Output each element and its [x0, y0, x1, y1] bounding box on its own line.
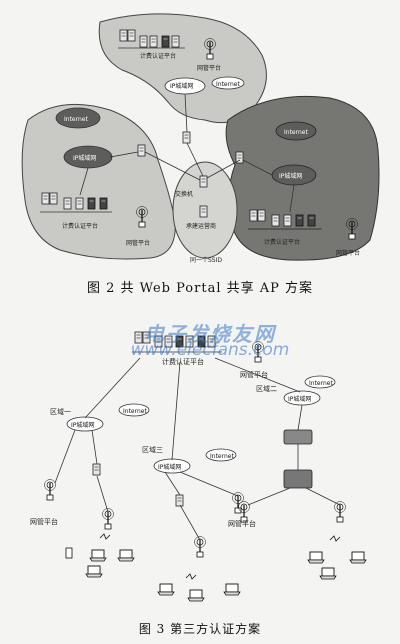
switch-label: 交换机 — [175, 190, 193, 198]
zone1-laptop-2-icon — [117, 549, 135, 562]
zone1-ap-server-icon — [92, 463, 101, 476]
left-ip-label: IP城域网 — [73, 154, 96, 162]
left-billing-label: 计费认证平台 — [62, 222, 98, 230]
left-billing-servers — [40, 192, 112, 213]
zone3-ap-server-icon — [175, 494, 184, 507]
figure3-caption: 图 3 第三方认证方案 — [138, 622, 262, 636]
fig3-links — [54, 357, 341, 541]
fig3-billing-servers — [132, 331, 222, 353]
switch-icon — [199, 175, 208, 188]
figure2-caption: 图 2 共 Web Portal 共享 AP 方案 — [86, 281, 314, 296]
zone2-laptop-1-icon — [307, 551, 325, 564]
top-billing-servers — [118, 29, 185, 49]
zone3-laptop-1-icon — [157, 583, 175, 596]
top-internet-cloud-icon — [211, 76, 245, 90]
zone1-nms-label: 网管平台 — [30, 517, 58, 526]
right-nms-label: 网管平台 — [336, 249, 360, 257]
zone2-ip-label: IP城域网 — [288, 395, 311, 403]
zone2-laptop-3-icon — [319, 567, 337, 580]
left-internet-label: Internet — [64, 116, 88, 123]
carrier-device-label: 承建运营商 — [186, 222, 216, 230]
top-billing-label: 计费认证平台 — [140, 52, 176, 60]
left-nms-label: 网管平台 — [126, 239, 150, 247]
right-billing-servers — [248, 209, 322, 230]
zone1-internet-label: Internet — [123, 408, 147, 415]
zone3-label: 区域三 — [142, 445, 163, 454]
fig3-billing-label: 计费认证平台 — [162, 357, 204, 366]
bottom-fade-overlay — [255, 598, 400, 644]
zone1-ip-cloud-icon — [66, 416, 104, 432]
right-internet-label: Internet — [284, 129, 308, 136]
region-left — [21, 103, 176, 260]
watermark-url: www.elecfans.com — [130, 340, 290, 360]
zone3-laptop-2-icon — [187, 589, 205, 602]
zone2-nms-label: 网管平台 — [228, 519, 256, 528]
middle-switch-top-icon — [182, 131, 191, 144]
carrier-device-icon — [199, 205, 208, 218]
ssid-label: 同一个SSID — [190, 257, 222, 264]
fig3-nms-top-label: 网管平台 — [240, 370, 268, 379]
watermark-text: 电子发烧友网 — [144, 322, 276, 346]
zone1-phone-icon — [65, 547, 73, 559]
right-internet-cloud-icon — [275, 121, 317, 141]
zone2-label: 区域二 — [256, 384, 277, 393]
zone1-ip-label: IP城域网 — [71, 421, 94, 429]
right-ip-label: IP城域网 — [279, 172, 302, 180]
zone3-ip-label: IP城域网 — [158, 463, 181, 471]
zone2-internet-cloud-icon — [304, 375, 336, 389]
right-billing-label: 计费认证平台 — [264, 238, 300, 246]
zone1-internet-cloud-icon — [118, 403, 150, 417]
zone1-laptop-1-icon — [89, 549, 107, 562]
zone1-nms-antenna-icon — [43, 478, 57, 501]
fig2-links — [79, 93, 295, 213]
top-ip-label: IP城域网 — [170, 82, 193, 90]
zone1-label: 区域一 — [50, 407, 71, 416]
top-internet-label: Internet — [216, 81, 240, 88]
zone3-internet-label: Internet — [210, 453, 234, 460]
zone3-internet-cloud-icon — [205, 448, 237, 462]
zone2-internet-label: Internet — [309, 380, 333, 387]
zone1-laptop-3-icon — [85, 565, 103, 578]
zone2-switch-icon — [283, 429, 313, 445]
top-nms-label: 网管平台 — [197, 64, 221, 72]
zone3-laptop-3-icon — [223, 583, 241, 596]
zone2-router-icon — [283, 469, 313, 489]
left-router-icon — [137, 144, 146, 157]
zone2-laptop-2-icon — [349, 551, 367, 564]
left-internet-cloud-icon — [55, 107, 101, 129]
wireless-signal-marks — [99, 533, 341, 580]
